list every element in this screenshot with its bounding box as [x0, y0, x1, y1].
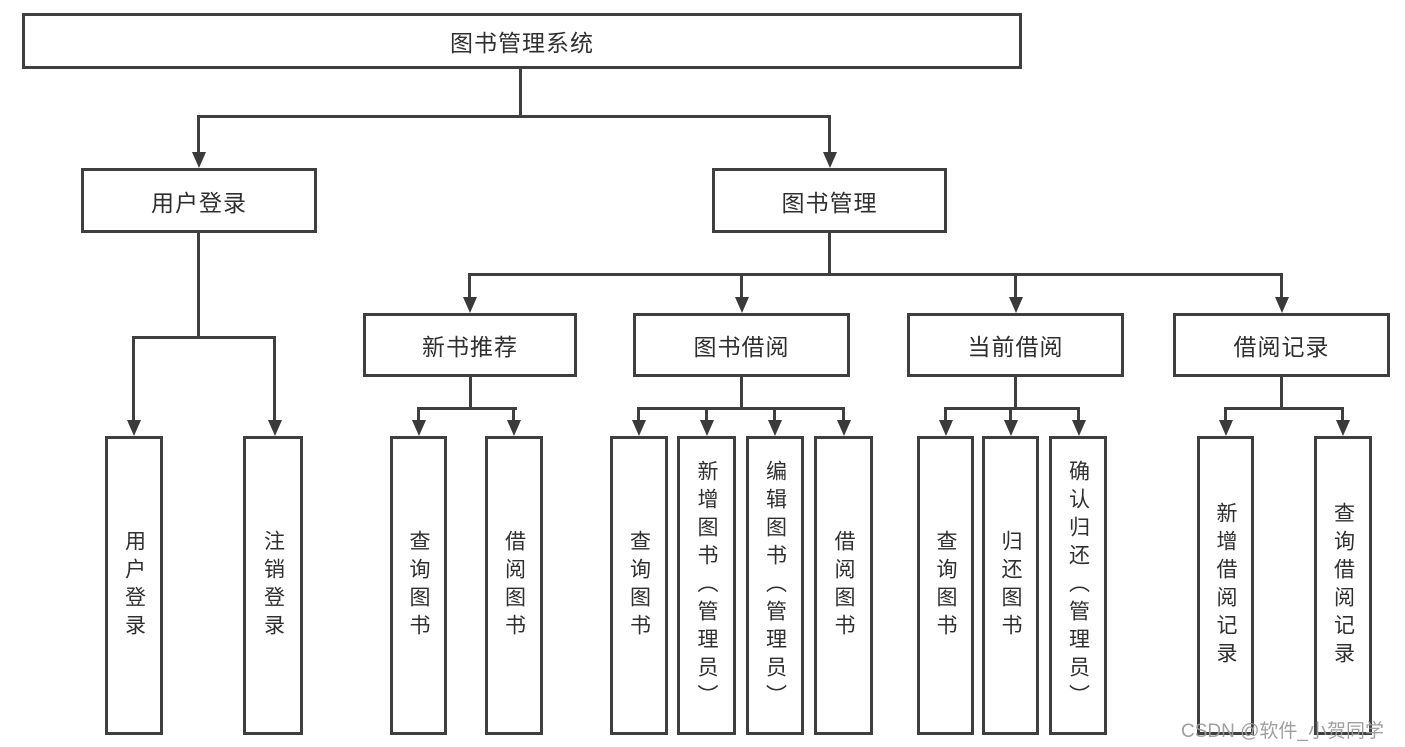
arrowhead-icon — [735, 297, 749, 313]
connector — [705, 407, 708, 422]
connector — [944, 407, 947, 422]
arrowhead-icon — [507, 420, 521, 436]
leaf-return-books: 归还图书 — [982, 436, 1039, 735]
connector — [1014, 273, 1017, 299]
connector — [132, 336, 276, 339]
connector — [197, 115, 200, 155]
leaf-add-books-admin: 新增图书（管理员） — [677, 436, 736, 735]
connector — [828, 115, 831, 155]
arrowhead-icon — [939, 420, 953, 436]
leaf-borrow-query-books: 查询图书 — [610, 436, 668, 735]
node-library-system: 图书管理系统 — [22, 13, 1022, 69]
node-book-borrow: 图书借阅 — [633, 313, 850, 377]
leaf-user-login-label: 用户登录 — [122, 529, 146, 642]
leaf-user-login: 用户登录 — [105, 436, 163, 735]
node-book-borrow-label: 图书借阅 — [693, 334, 790, 360]
connector — [519, 69, 522, 118]
connector — [842, 407, 845, 422]
connector — [1009, 407, 1012, 422]
connector — [1077, 407, 1080, 422]
leaf-edit-books-admin: 编辑图书（管理员） — [746, 436, 804, 735]
connector — [1280, 273, 1283, 299]
leaf-add-books-admin-label: 新增图书（管理员） — [695, 459, 718, 712]
arrowhead-icon — [1219, 420, 1233, 436]
arrowhead-icon — [1275, 297, 1289, 313]
leaf-query-borrow-record-label: 查询借阅记录 — [1331, 501, 1355, 670]
connector — [740, 377, 743, 410]
arrowhead-icon — [823, 152, 837, 168]
arrowhead-icon — [768, 420, 782, 436]
arrowhead-icon — [837, 420, 851, 436]
arrowhead-icon — [463, 297, 477, 313]
node-borrow-records-label: 借阅记录 — [1233, 334, 1330, 360]
connector — [132, 336, 135, 422]
leaf-logout-label: 注销登录 — [261, 529, 285, 642]
arrowhead-icon — [700, 420, 714, 436]
node-new-book-recommend-label: 新书推荐 — [422, 334, 518, 360]
leaf-query-borrow-record: 查询借阅记录 — [1314, 436, 1372, 735]
node-user-login-label: 用户登录 — [151, 189, 247, 216]
connector — [417, 407, 420, 422]
connector — [773, 407, 776, 422]
connector — [1341, 407, 1344, 422]
arrowhead-icon — [268, 420, 282, 436]
leaf-current-query-books: 查询图书 — [917, 436, 974, 735]
connector — [637, 407, 640, 422]
node-borrow-records: 借阅记录 — [1173, 313, 1390, 377]
connector — [1280, 377, 1283, 410]
leaf-return-books-label: 归还图书 — [999, 529, 1022, 642]
node-library-system-label: 图书管理系统 — [450, 30, 594, 56]
leaf-newbook-borrow-books-label: 借阅图书 — [502, 529, 526, 642]
leaf-confirm-return-admin: 确认归还（管理员） — [1049, 436, 1107, 735]
leaf-newbook-query-books: 查询图书 — [390, 436, 447, 735]
node-book-management-label: 图书管理 — [781, 189, 878, 216]
connector — [512, 407, 515, 422]
arrowhead-icon — [1009, 297, 1023, 313]
node-user-login: 用户登录 — [81, 168, 317, 233]
connector — [417, 407, 517, 410]
leaf-add-borrow-record: 新增借阅记录 — [1197, 436, 1254, 735]
node-current-borrow: 当前借阅 — [907, 313, 1124, 377]
node-new-book-recommend: 新书推荐 — [363, 313, 577, 377]
leaf-borrow-query-books-label: 查询图书 — [627, 529, 651, 642]
arrowhead-icon — [1004, 420, 1018, 436]
connector — [197, 233, 200, 339]
connector — [273, 336, 276, 422]
connector — [468, 273, 1282, 276]
arrowhead-icon — [127, 420, 141, 436]
leaf-edit-books-admin-label: 编辑图书（管理员） — [763, 459, 787, 712]
arrowhead-icon — [1072, 420, 1086, 436]
arrowhead-icon — [1336, 420, 1350, 436]
connector — [1014, 377, 1017, 410]
connector — [1224, 407, 1227, 422]
node-current-borrow-label: 当前借阅 — [967, 334, 1064, 360]
connector — [1224, 407, 1344, 410]
leaf-newbook-borrow-books: 借阅图书 — [485, 436, 543, 735]
connector — [740, 273, 743, 299]
leaf-logout: 注销登录 — [243, 436, 303, 735]
connector — [469, 377, 472, 410]
connector — [944, 407, 1080, 410]
connector — [468, 273, 471, 299]
connector — [197, 115, 831, 118]
arrowhead-icon — [632, 420, 646, 436]
connector — [637, 407, 845, 410]
leaf-newbook-query-books-label: 查询图书 — [407, 529, 430, 642]
arrowhead-icon — [192, 152, 206, 168]
csdn-watermark: CSDN @软件_小贺同学 — [1181, 721, 1384, 742]
node-book-management: 图书管理 — [712, 168, 947, 233]
leaf-borrow-borrow-books: 借阅图书 — [814, 436, 873, 735]
leaf-confirm-return-admin-label: 确认归还（管理员） — [1066, 459, 1090, 712]
arrowhead-icon — [412, 420, 426, 436]
connector — [828, 233, 831, 276]
leaf-current-query-books-label: 查询图书 — [934, 529, 957, 642]
leaf-add-borrow-record-label: 新增借阅记录 — [1214, 501, 1237, 670]
leaf-borrow-borrow-books-label: 借阅图书 — [832, 529, 855, 642]
